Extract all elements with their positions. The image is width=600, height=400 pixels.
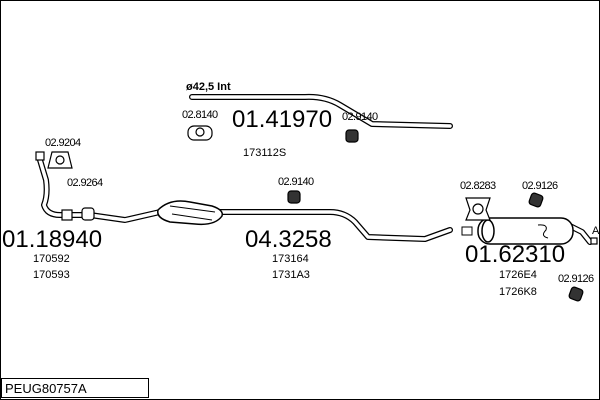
oem-ref: 1731A3 (272, 269, 310, 281)
marker-label: A (592, 225, 600, 237)
front-pipe-shape (37, 157, 163, 223)
part-number: 01.18940 (2, 226, 103, 253)
oem-ref: 1726E4 (499, 269, 537, 281)
fitting-label: 02.9126 (522, 180, 558, 192)
oem-ref: 173164 (272, 253, 309, 265)
oem-ref: 170593 (33, 269, 70, 281)
oem-ref: 173112S (243, 147, 287, 159)
fitting-label: 02.9140 (278, 176, 314, 188)
oem-ref: 1726K8 (499, 286, 537, 298)
fitting-label: 02.8140 (182, 109, 218, 121)
fitting-label: 02.9264 (67, 177, 103, 189)
reference-code-box: PEUG80757A (1, 378, 149, 398)
fitting-label: 02.8283 (460, 180, 496, 192)
fitting-label: 02.9204 (45, 137, 81, 149)
oem-ref: 170592 (33, 253, 70, 265)
part-number: 01.62310 (465, 241, 566, 268)
fittings (35, 125, 598, 302)
fitting-label: 02.9126 (558, 273, 594, 285)
pipe-diameter-note: ø42,5 Int (186, 81, 231, 93)
catalytic-converter-shape (157, 200, 224, 226)
part-number: 01.41970 (232, 106, 333, 133)
fitting-label: 02.9140 (342, 111, 378, 123)
part-number: 04.3258 (245, 226, 332, 253)
rear-silencer-shape (477, 217, 574, 245)
